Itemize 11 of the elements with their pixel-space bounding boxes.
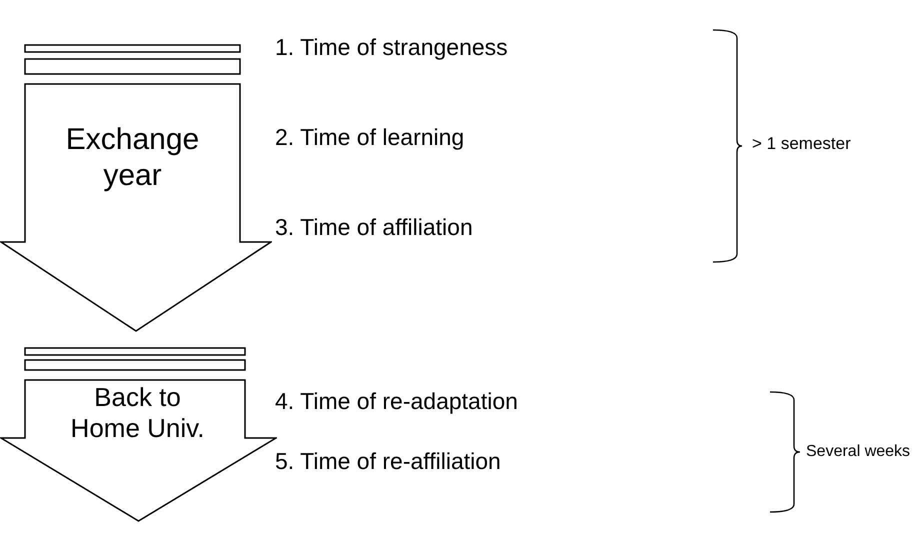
stage-label: Exchange year (64, 122, 200, 194)
duration-label: > 1 semester (752, 134, 851, 154)
list-item: 3. Time of affiliation (275, 214, 473, 241)
list-item: 5. Time of re-affiliation (275, 448, 501, 475)
list-item: 4. Time of re-adaptation (275, 388, 518, 415)
list-item: 2. Time of learning (275, 124, 464, 151)
stage-label: Back to Home Univ. (70, 382, 206, 444)
down-arrow (0, 346, 277, 522)
down-arrow (0, 42, 272, 332)
list-item: 1. Time of strangeness (275, 34, 508, 61)
duration-label: Several weeks (806, 443, 910, 461)
